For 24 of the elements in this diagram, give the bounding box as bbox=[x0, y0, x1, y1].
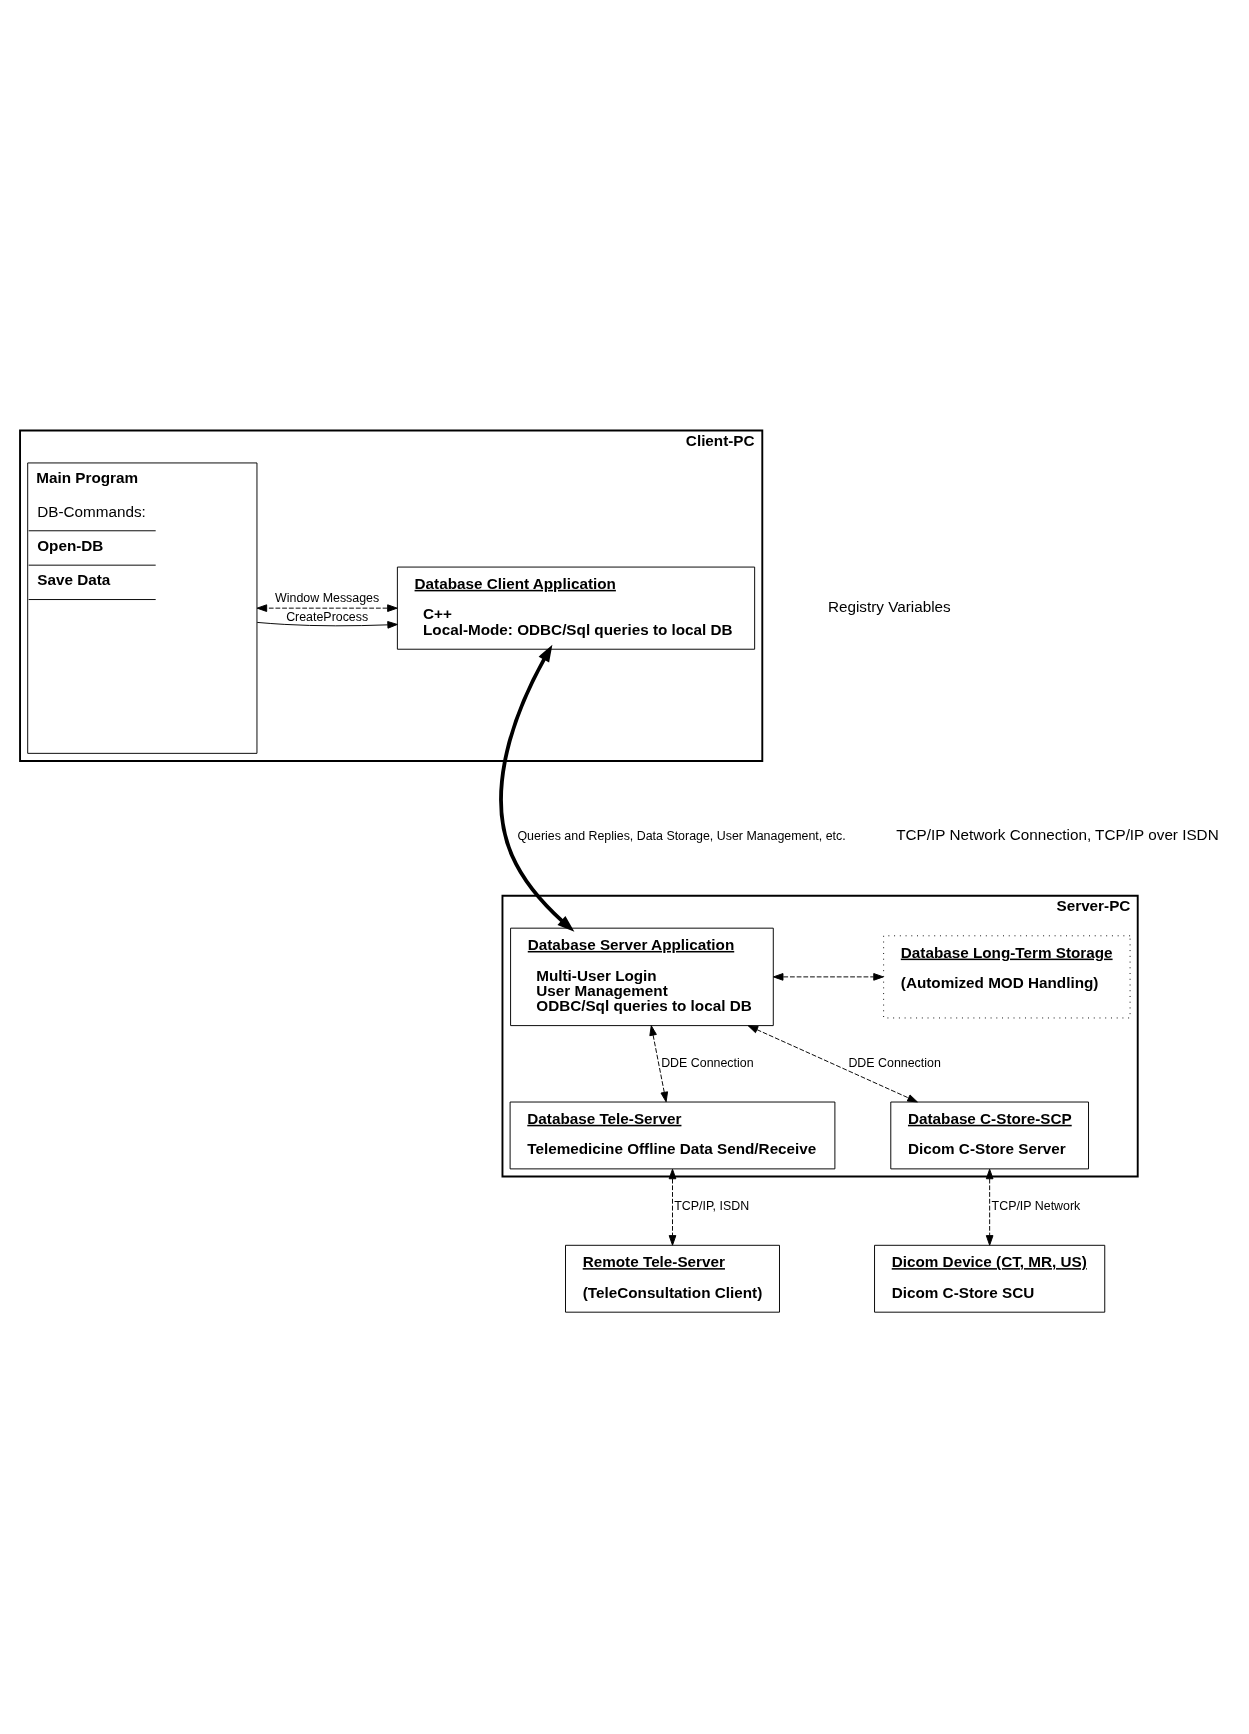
arrow bbox=[772, 972, 884, 981]
label: Registry Variables bbox=[827, 597, 951, 615]
node-box: Dicom Device (CT, MR, US) Dicom C-Store SCU bbox=[874, 1244, 1106, 1313]
edge-label: DDE Connection bbox=[661, 1055, 754, 1070]
node-box: Database Long-Term Storage (Automized MOD Handling) bbox=[883, 934, 1131, 1018]
edge-label: CreateProcess bbox=[286, 609, 369, 624]
edge-label: TCP/IP, ISDN bbox=[674, 1198, 750, 1213]
arrow bbox=[668, 1168, 677, 1246]
edge-label: TCP/IP Network bbox=[991, 1198, 1081, 1213]
node-box: Database C-Store-SCP Dicom C-Store Server bbox=[890, 1101, 1089, 1169]
arrow bbox=[649, 1024, 669, 1102]
node-box: Database Server Application Multi-User Login User Management ODBC/Sql queries to local DB bbox=[510, 927, 774, 1026]
edge-label: Window Messages bbox=[275, 590, 380, 605]
node-box: Database Client Application C++ Local-Mode: ODBC/Sql queries to local DB bbox=[396, 566, 756, 650]
arrow bbox=[499, 644, 575, 932]
arrow bbox=[256, 620, 398, 629]
edge-label: DDE Connection bbox=[848, 1055, 941, 1070]
arrow bbox=[256, 603, 398, 612]
node-box: Database Tele-Server Telemedicine Offline Data Send/Receive bbox=[509, 1101, 836, 1169]
label: TCP/IP Network Connection, TCP/IP over ISDN bbox=[896, 825, 1219, 843]
arrow bbox=[747, 1024, 918, 1102]
edge-label: Queries and Replies, Data Storage, User Management, etc. bbox=[517, 828, 846, 843]
node-box: Remote Tele-Server (TeleConsultation Client) bbox=[565, 1244, 780, 1313]
arrow bbox=[985, 1168, 994, 1246]
